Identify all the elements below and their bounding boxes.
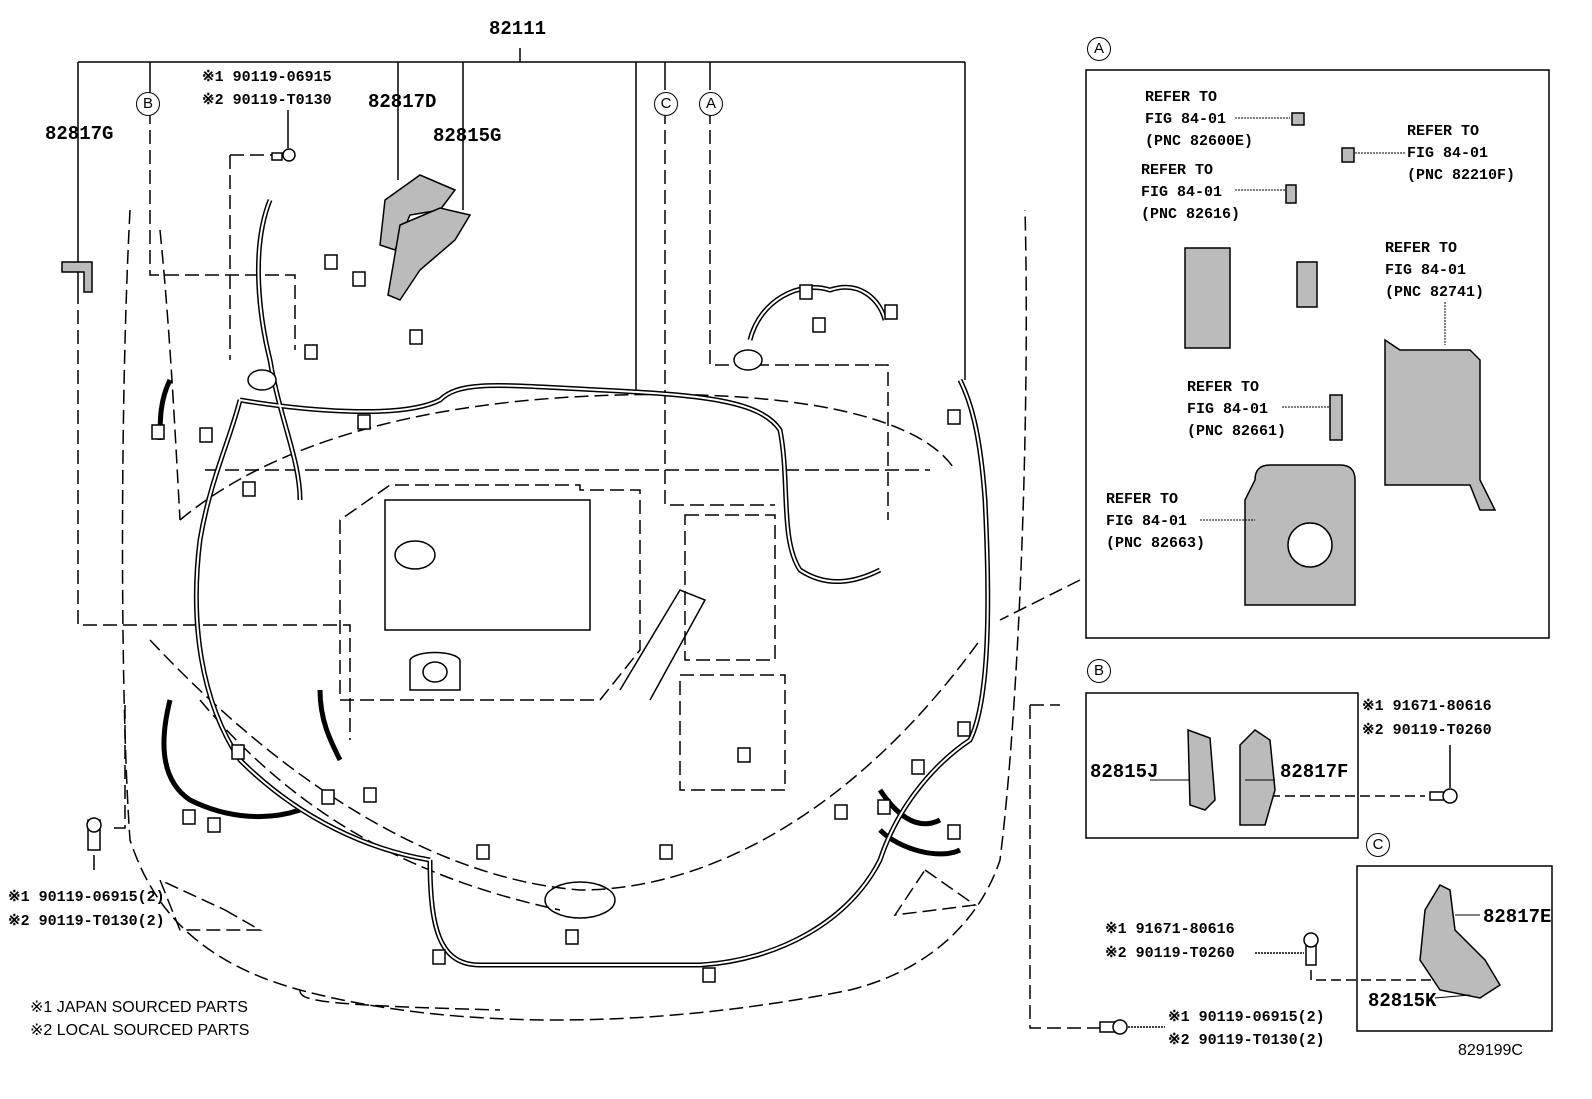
callout-b: B: [136, 92, 160, 116]
bolt-bottom-right-part-2[interactable]: ※2 90119-T0130(2): [1168, 1032, 1325, 1049]
part-number-82817f[interactable]: 82817F: [1280, 761, 1349, 783]
bolt-top-part-1[interactable]: ※1 90119-06915: [202, 69, 332, 86]
wire-harness: [157, 199, 991, 968]
callout-c-box: C: [1366, 833, 1390, 857]
bracket-82817g: [61, 261, 93, 293]
refer-note-82741[interactable]: REFER TO FIG 84-01 (PNC 82741): [1385, 240, 1485, 301]
part-number-82111[interactable]: 82111: [489, 18, 547, 40]
refer-note-82661[interactable]: REFER TO FIG 84-01 (PNC 82661): [1187, 379, 1287, 440]
part-number-82815g[interactable]: 82815G: [433, 125, 502, 147]
bolt-c-part-2[interactable]: ※2 90119-T0260: [1105, 945, 1235, 962]
refer-note-82616[interactable]: REFER TO FIG 84-01 (PNC 82616): [1141, 162, 1241, 223]
vehicle-outline: [77, 110, 1100, 1029]
bracket-82817d-82815g: [379, 174, 472, 301]
part-number-82817d[interactable]: 82817D: [368, 91, 437, 113]
detail-box-a: [1085, 69, 1550, 639]
box-b-c-components: [1187, 728, 1502, 999]
detail-box-c: [1356, 865, 1553, 1032]
part-number-82817g[interactable]: 82817G: [45, 123, 114, 145]
detail-box-b: [1085, 692, 1359, 839]
bolt-bottom-right-part-1[interactable]: ※1 90119-06915(2): [1168, 1009, 1325, 1026]
refer-note-82663[interactable]: REFER TO FIG 84-01 (PNC 82663): [1106, 491, 1206, 552]
engine-details: [384, 499, 707, 919]
callout-a: A: [699, 92, 723, 116]
legend-local-sourced: ※2 LOCAL SOURCED PARTS: [30, 1022, 250, 1039]
callout-a-box: A: [1087, 37, 1111, 61]
bolt-left-part-1[interactable]: ※1 90119-06915(2): [8, 889, 165, 906]
part-number-82815j[interactable]: 82815J: [1090, 761, 1159, 783]
bolt-b-part-2[interactable]: ※2 90119-T0260: [1362, 722, 1492, 739]
bolt-left-part-2[interactable]: ※2 90119-T0130(2): [8, 913, 165, 930]
box-a-leaders: [1200, 117, 1446, 521]
callout-c: C: [654, 92, 678, 116]
box-b-c-leaders: [1150, 779, 1480, 999]
wire-harness-inner: [195, 199, 989, 966]
bolt-top-part-2[interactable]: ※2 90119-T0130: [202, 92, 332, 109]
part-number-82815k[interactable]: 82815K: [1368, 990, 1437, 1012]
callout-b-box: B: [1087, 659, 1111, 683]
legend-japan-sourced: ※1 JAPAN SOURCED PARTS: [30, 999, 248, 1016]
bolt-c-part-1[interactable]: ※1 91671-80616: [1105, 921, 1235, 938]
part-number-82817e[interactable]: 82817E: [1483, 906, 1552, 928]
connectors: [151, 254, 971, 983]
figure-id: 829199C: [1458, 1042, 1523, 1059]
refer-note-82600e[interactable]: REFER TO FIG 84-01 (PNC 82600E): [1145, 89, 1254, 150]
main-part-leader: [77, 48, 966, 390]
box-a-components: [1184, 112, 1497, 606]
bolt-b-part-1[interactable]: ※1 91671-80616: [1362, 698, 1492, 715]
bolt-icons: [86, 110, 1490, 1035]
refer-note-82210f[interactable]: REFER TO FIG 84-01 (PNC 82210F): [1407, 123, 1516, 184]
